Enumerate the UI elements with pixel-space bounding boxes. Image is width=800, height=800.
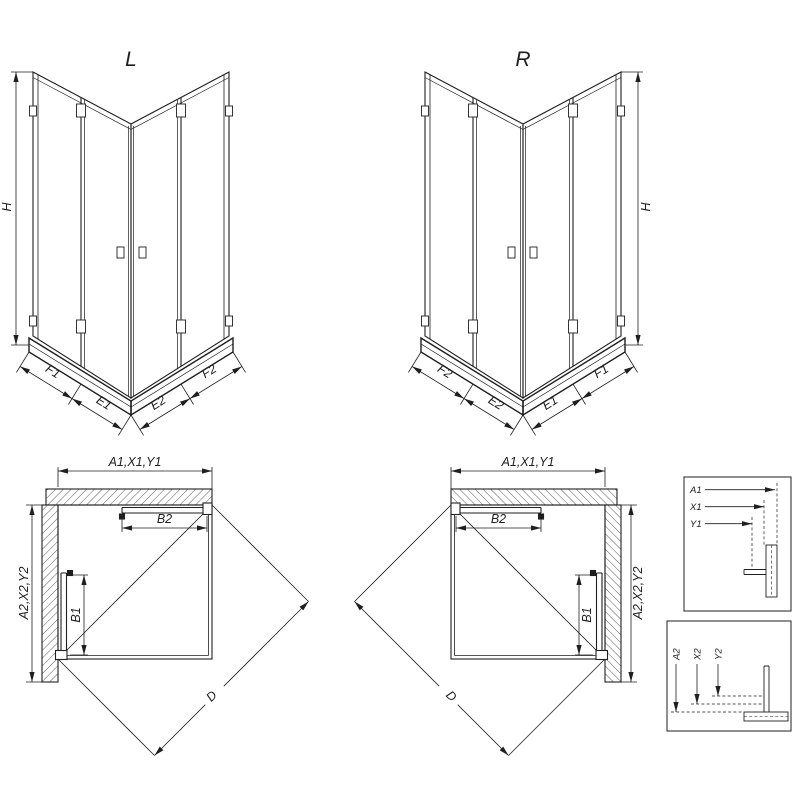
wall-profile-section-vertical — [743, 665, 789, 722]
iso-right-height-label: H — [639, 202, 653, 212]
plan-right-door-width-label: B2 — [491, 512, 506, 526]
detail-a1-label: A1 — [689, 485, 702, 496]
iso-right-dim-e1: E1 — [540, 393, 560, 413]
detail-box-width-dims: A1 X1 Y1 — [683, 476, 792, 612]
plan-view-left: A1,X1,Y1 A2,X2,Y2 B2 B1 D — [17, 455, 309, 756]
plan-right-door-depth-label: B1 — [580, 607, 594, 622]
iso-right-title: R — [515, 48, 530, 71]
plan-left-width-label: A1,X1,Y1 — [108, 455, 162, 469]
plan-right-diagonal-label: D — [443, 688, 459, 704]
iso-right-dim-f2: F2 — [435, 362, 455, 382]
iso-left-title: L — [125, 48, 137, 71]
iso-left-height-label: H — [0, 202, 14, 212]
plan-view-right: A1,X1,Y1 A2,X2,Y2 B2 B1 D — [355, 455, 645, 756]
detail-box-depth-dims: A2 X2 Y2 — [666, 620, 792, 732]
plan-left-diagonal-label: D — [204, 688, 220, 704]
wall-profile-section — [743, 544, 778, 598]
detail-y1-label: Y1 — [690, 519, 702, 530]
iso-left-dim-f1: F1 — [43, 362, 63, 382]
iso-right-dim-e2: E2 — [486, 393, 506, 413]
detail-y2-label: Y2 — [714, 648, 725, 660]
iso-left-dim-e1: E1 — [94, 393, 114, 413]
detail-x1-label: X1 — [689, 502, 702, 513]
plan-right-width-label: A1,X1,Y1 — [501, 455, 555, 469]
iso-view-left: L H F1 E1 E2 F2 — [0, 48, 246, 435]
plan-left-door-width-label: B2 — [157, 512, 172, 526]
detail-box-width-frame — [683, 476, 792, 612]
iso-left-dim-f2: F2 — [199, 362, 219, 382]
iso-view-right: R H F2 E2 E1 F1 — [408, 48, 653, 435]
detail-box-depth-frame — [666, 620, 792, 732]
detail-x2-label: X2 — [693, 648, 704, 661]
plan-left-door-depth-label: B1 — [69, 607, 83, 622]
detail-a2-label: A2 — [672, 648, 683, 661]
iso-left-dim-e2: E2 — [148, 393, 168, 413]
iso-right-dim-f1: F1 — [591, 362, 611, 382]
plan-right-depth-label: A2,X2,Y2 — [631, 567, 645, 621]
plan-left-depth-label: A2,X2,Y2 — [17, 567, 31, 621]
